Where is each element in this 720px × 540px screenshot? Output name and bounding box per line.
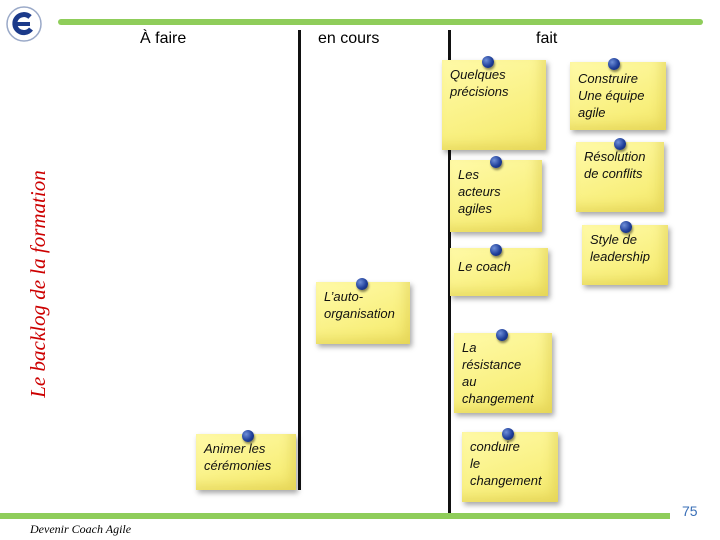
push-pin-icon [608,58,620,70]
push-pin-icon [490,244,502,256]
note-text: Quelques précisions [450,66,538,100]
sticky-note-acteurs-agiles[interactable]: Les acteurs agiles [450,160,542,232]
sticky-note-resolution-conflits[interactable]: Résolution de conflits [576,142,664,212]
page-number: 75 [682,503,698,519]
push-pin-icon [614,138,626,150]
note-text: Résolution de conflits [584,148,656,182]
sticky-note-construire-equipe[interactable]: Construire Une équipe agile [570,62,666,130]
sticky-note-auto-organisation[interactable]: L’auto- organisation [316,282,410,344]
note-text: La résistance au changement [462,339,544,407]
note-text: Animer les cérémonies [204,440,288,474]
sticky-note-style-leadership[interactable]: Style de leadership [582,225,668,285]
bottom-accent-bar [0,513,670,519]
push-pin-icon [496,329,508,341]
footer-text: Devenir Coach Agile [30,522,131,537]
logo-icon [4,4,44,44]
sticky-note-animer-ceremonies[interactable]: Animer les cérémonies [196,434,296,490]
push-pin-icon [482,56,494,68]
sticky-note-resistance-changement[interactable]: La résistance au changement [454,333,552,413]
push-pin-icon [620,221,632,233]
column-header-done: fait [536,30,557,48]
push-pin-icon [502,428,514,440]
note-text: Construire Une équipe agile [578,70,658,121]
push-pin-icon [356,278,368,290]
push-pin-icon [242,430,254,442]
sticky-note-conduire-changement[interactable]: conduire le changement [462,432,558,502]
column-divider-left [298,30,301,490]
note-text: Le coach [458,258,540,275]
note-text: Style de leadership [590,231,660,265]
column-header-todo: À faire [140,30,186,48]
push-pin-icon [490,156,502,168]
note-text: Les acteurs agiles [458,166,534,217]
vertical-title: Le backlog de la formation [26,74,54,494]
column-header-in-progress: en cours [318,30,379,48]
note-text: L’auto- organisation [324,288,402,322]
note-text: conduire le changement [470,438,550,489]
sticky-note-quelques-precisions[interactable]: Quelques précisions [442,60,546,150]
top-accent-bar [58,19,703,25]
sticky-note-le-coach[interactable]: Le coach [450,248,548,296]
